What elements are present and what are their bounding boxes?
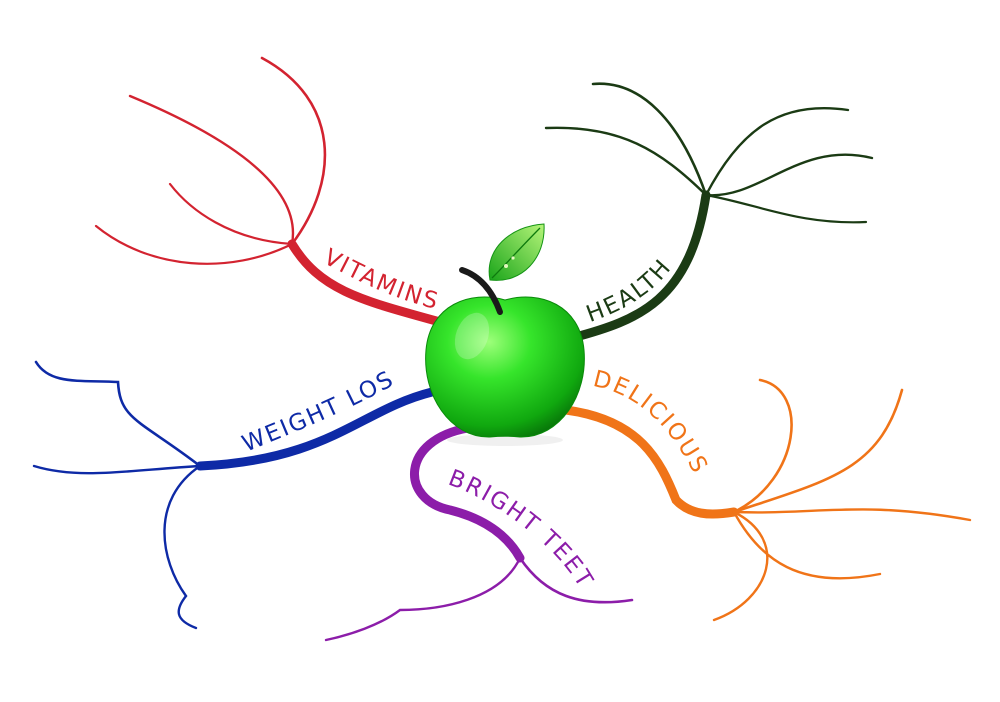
green-apple-icon: [425, 223, 585, 446]
branch-weight-loss: [32, 360, 437, 630]
branch-delicious: [561, 378, 972, 622]
branch-health: [544, 82, 874, 343]
branch-bright-teeth: [324, 423, 634, 642]
branch-label-bright-teeth: BRIGHT TEETH: [0, 0, 596, 593]
branch-label-weight-loss: WEIGHT LOSS: [0, 0, 399, 458]
branch-vitamins: [94, 56, 445, 327]
